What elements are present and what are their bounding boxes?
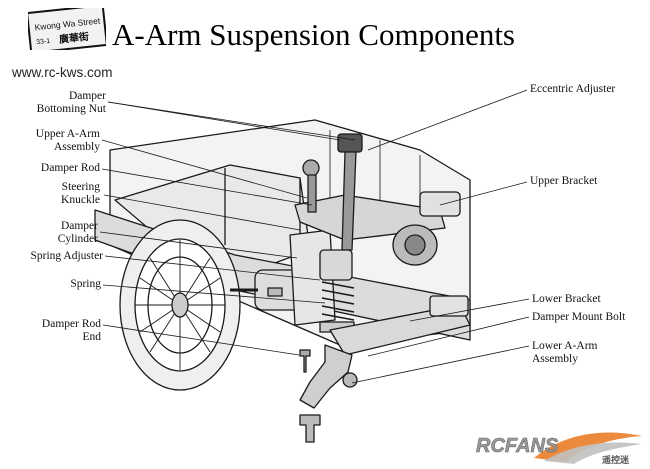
label-eccentric-adjuster: Eccentric Adjuster <box>530 83 616 95</box>
upper-bracket-shape <box>419 191 461 217</box>
label-damper-cylinder: Damper Cylinder <box>57 220 98 245</box>
label-damper-mount-bolt: Damper Mount Bolt <box>532 311 626 323</box>
rod-end-part <box>299 344 353 409</box>
label-lower-a-arm-assembly: Lower A-Arm Assembly <box>532 340 598 365</box>
rcfans-logo: RCFANS 遥控迷 <box>476 432 642 466</box>
page-title: A-Arm Suspension Components <box>112 17 515 52</box>
label-damper-rod-end: Damper Rod End <box>41 318 101 343</box>
label-damper-bottoming-nut: Damper Bottoming Nut <box>36 90 106 115</box>
eccentric-adjuster-shaft <box>341 151 357 251</box>
label-spring: Spring <box>70 278 101 290</box>
label-damper-rod: Damper Rod <box>40 162 100 174</box>
lower-bracket-shape <box>429 295 469 317</box>
logo-subtext: 遥控迷 <box>602 454 630 466</box>
damper-nut <box>302 159 320 177</box>
loose-bolt-bottom <box>299 414 321 443</box>
label-upper-bracket: Upper Bracket <box>530 175 598 187</box>
street-sign: Kwong Wa Street 33-1 廣華街 <box>28 8 106 50</box>
sign-line3: 廣華街 <box>57 30 89 46</box>
eccentric-adjuster-head <box>337 133 363 153</box>
damper-rod-shape <box>307 174 317 213</box>
logo-text: RCFANS <box>476 435 559 457</box>
label-upper-a-arm-assembly: Upper A-Arm Assembly <box>35 128 100 153</box>
damper-cylinder-shape <box>319 249 353 281</box>
website-url: www.rc-kws.com <box>12 65 113 80</box>
label-lower-bracket: Lower Bracket <box>532 293 601 305</box>
sign-line2: 33-1 <box>36 38 51 46</box>
spring-coils <box>321 281 355 321</box>
lower-a-arm <box>329 304 471 356</box>
label-steering-knuckle: Steering Knuckle <box>61 181 100 206</box>
loose-bolt-top <box>299 349 311 373</box>
label-spring-adjuster: Spring Adjuster <box>30 250 103 262</box>
